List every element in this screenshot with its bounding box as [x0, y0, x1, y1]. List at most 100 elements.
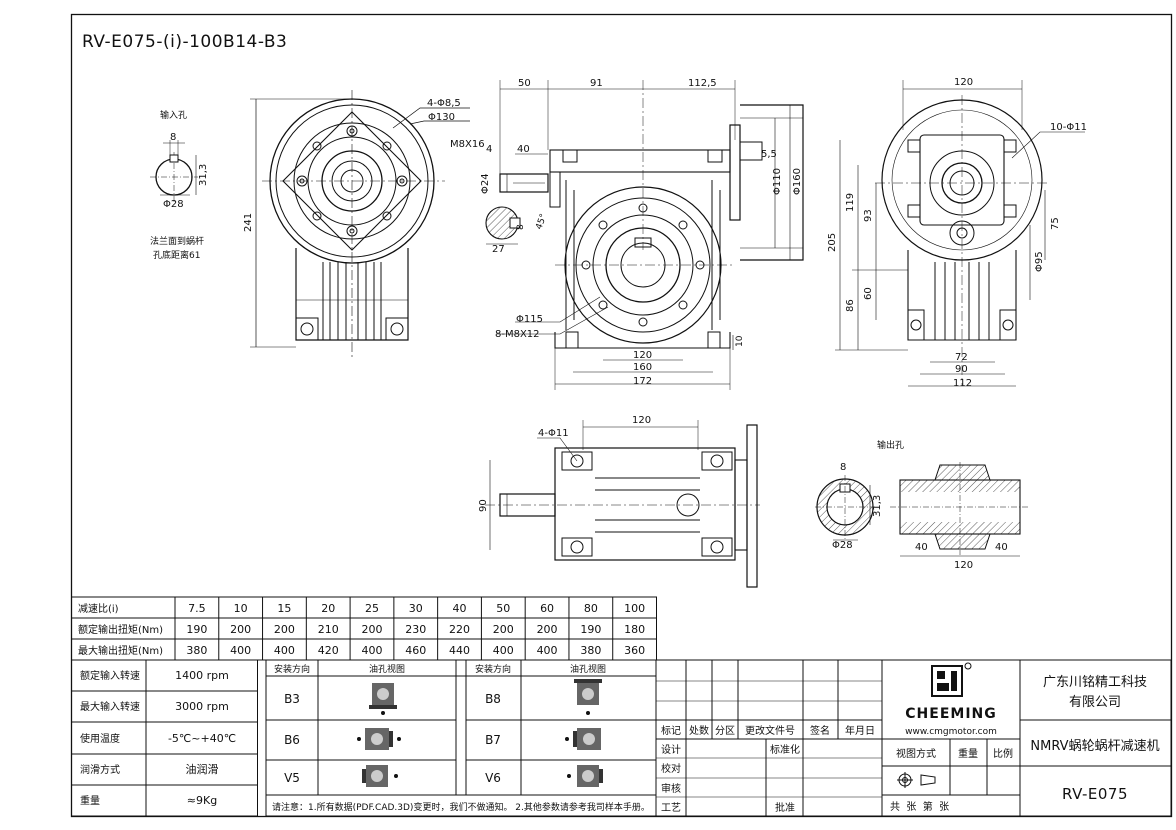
- mount-thumb-v5: [362, 765, 398, 787]
- dim-w172: 172: [633, 376, 652, 387]
- mount-col-oil-left: 油孔视图: [369, 663, 405, 675]
- spec-value-weight: ≈9Kg: [187, 794, 217, 807]
- rev-doc: 更改文件号: [745, 724, 795, 737]
- title-block: [655, 659, 1172, 817]
- dim-10: 10: [735, 335, 745, 347]
- ratio-cell: 60: [540, 602, 554, 615]
- dim-holes-4x11: 4-Φ11: [538, 428, 569, 439]
- max-torque-cell: 460: [405, 644, 426, 657]
- specs-table: [71, 659, 258, 817]
- mount-b8: B8: [485, 692, 501, 706]
- rated-torque-cell: 200: [230, 623, 251, 636]
- projection-symbol-icon: [897, 772, 936, 788]
- dim-241: 241: [243, 213, 254, 232]
- ratio-cell: 25: [365, 602, 379, 615]
- tb-standard: 标准化: [770, 743, 800, 756]
- mount-col-oil-right: 油孔视图: [570, 663, 606, 675]
- label-output-hole: 输出孔: [877, 439, 904, 451]
- dim-w160: 160: [633, 362, 652, 373]
- dim-output-40b: 40: [995, 542, 1008, 553]
- mount-thumb-b7: [565, 728, 601, 750]
- max-torque-cell: 440: [449, 644, 470, 657]
- label-input-hole: 输入孔: [160, 109, 187, 121]
- mount-thumb-b6: [357, 728, 401, 750]
- dim-bottom-120: 120: [632, 415, 651, 426]
- side-view: [835, 80, 1085, 387]
- dim-205: 205: [827, 233, 838, 252]
- max-torque-cell: 400: [274, 644, 295, 657]
- dim-75: 75: [1050, 217, 1061, 230]
- company-name-2: 有限公司: [1069, 695, 1121, 710]
- dim-d130: Φ130: [428, 112, 455, 123]
- label-flange-note-2: 孔底距离61: [153, 249, 200, 261]
- dim-holes-4x: 4-Φ8,5: [427, 98, 461, 109]
- dim-d115: Φ115: [516, 314, 543, 325]
- dim-input-height: 31,3: [198, 164, 209, 186]
- dim-27: 27: [492, 244, 505, 255]
- rated-torque-cell: 230: [405, 623, 426, 636]
- rated-torque-cell: 200: [361, 623, 382, 636]
- max-torque-cell: 400: [361, 644, 382, 657]
- rated-torque-cell: 200: [274, 623, 295, 636]
- rev-mark: 标记: [661, 725, 681, 737]
- dim-8: 8: [516, 224, 526, 230]
- spec-label-max-speed: 最大输入转速: [80, 700, 140, 713]
- ratio-cell: 40: [453, 602, 467, 615]
- rev-date: 年月日: [845, 724, 875, 737]
- sheet-border: [70, 13, 1173, 818]
- max-torque-cell: 420: [318, 644, 339, 657]
- rated-torque-cell: 200: [537, 623, 558, 636]
- dim-72: 72: [955, 352, 968, 363]
- dim-112: 112: [953, 378, 972, 389]
- brand-website: www.cmgmotor.com: [905, 727, 997, 737]
- ratio-header-ratio: 减速比(i): [78, 603, 119, 615]
- input-hole-detail: [150, 140, 198, 203]
- max-torque-cell: 380: [186, 644, 207, 657]
- drawing-title: RV-E075-(i)-100B14-B3: [82, 32, 287, 52]
- ratio-cell: 20: [321, 602, 335, 615]
- max-torque-cell: 380: [580, 644, 601, 657]
- spec-value-temperature: -5℃~+40℃: [168, 732, 236, 745]
- product-name: NMRV蜗轮蜗杆减速机: [1030, 738, 1159, 754]
- rev-zone: 分区: [715, 725, 735, 737]
- tb-weight: 重量: [958, 747, 978, 760]
- dim-90-height: 90: [478, 499, 489, 512]
- rated-torque-cell: 200: [493, 623, 514, 636]
- tb-sheets: 共 张 第 张: [890, 800, 949, 813]
- dim-d160: Φ160: [792, 168, 803, 195]
- dim-output-diameter: Φ28: [832, 540, 853, 551]
- tb-projection: 视图方式: [896, 747, 936, 760]
- spec-value-lubrication: 油润滑: [186, 762, 219, 776]
- mount-v5: V5: [284, 771, 300, 785]
- dim-91: 91: [590, 78, 603, 89]
- dim-50: 50: [518, 78, 531, 89]
- rev-sign: 签名: [810, 724, 830, 737]
- rev-count: 处数: [689, 724, 709, 737]
- dim-86: 86: [845, 299, 856, 312]
- tb-scale: 比例: [993, 747, 1013, 760]
- mount-b3: B3: [284, 692, 300, 706]
- dim-119: 119: [845, 193, 856, 212]
- max-torque-cell: 400: [230, 644, 251, 657]
- mount-b7: B7: [485, 733, 501, 747]
- max-torque-cell: 400: [493, 644, 514, 657]
- tb-approve: 批准: [775, 801, 795, 814]
- dim-40: 40: [517, 144, 530, 155]
- label-flange-note-1: 法兰面到蜗杆: [150, 235, 204, 247]
- mount-thumb-v6: [567, 765, 603, 787]
- tb-check: 校对: [661, 762, 681, 775]
- mount-col-direction-left: 安装方向: [274, 663, 310, 675]
- front-view: [250, 90, 470, 360]
- tb-design: 设计: [661, 743, 681, 756]
- dim-w120: 120: [633, 350, 652, 361]
- mount-v6: V6: [485, 771, 501, 785]
- dim-holes-10x: 10-Φ11: [1050, 122, 1087, 133]
- ratio-cell: 7.5: [188, 602, 206, 615]
- ratio-cell: 15: [277, 602, 291, 615]
- model-number: RV-E075: [1062, 785, 1128, 803]
- tb-review: 审核: [661, 782, 681, 795]
- mount-b6: B6: [284, 733, 300, 747]
- brand-name: CHEEMING: [905, 706, 996, 722]
- ratio-header-max: 最大输出扭矩(Nm): [78, 644, 163, 657]
- spec-label-rated-speed: 额定输入转速: [80, 669, 140, 682]
